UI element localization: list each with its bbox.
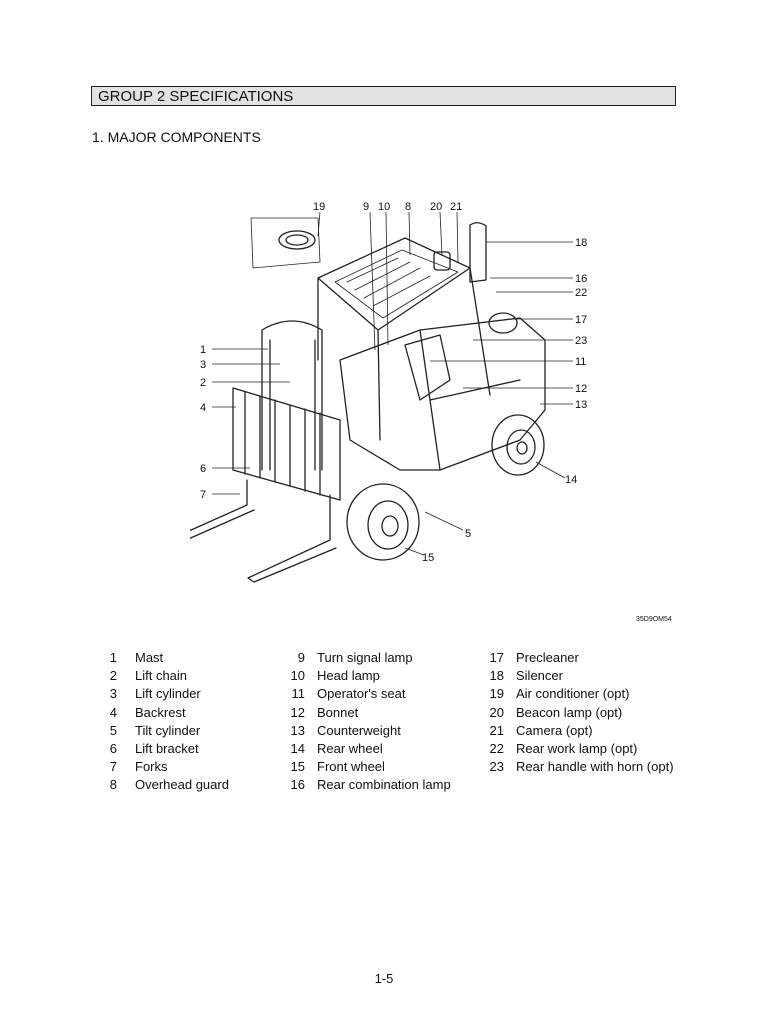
callout-10: 10 bbox=[378, 201, 390, 213]
callout-8: 8 bbox=[405, 201, 411, 213]
section-title: 1. MAJOR COMPONENTS bbox=[92, 129, 261, 145]
page-number: 1-5 bbox=[374, 971, 394, 986]
group-header: GROUP 2 SPECIFICATIONS bbox=[91, 86, 676, 106]
callout-7: 7 bbox=[200, 489, 206, 501]
callout-17: 17 bbox=[575, 314, 587, 326]
callout-9: 9 bbox=[363, 201, 369, 213]
callout-13: 13 bbox=[575, 399, 587, 411]
callout-1: 1 bbox=[200, 344, 206, 356]
callout-22: 22 bbox=[575, 287, 587, 299]
callout-5: 5 bbox=[465, 528, 471, 540]
callout-6: 6 bbox=[200, 463, 206, 475]
group-title: GROUP 2 SPECIFICATIONS bbox=[98, 88, 294, 105]
forklift-illustration: 19 9 10 8 20 21 18 16 22 17 23 11 12 13 … bbox=[190, 201, 587, 583]
callout-19: 19 bbox=[313, 201, 325, 213]
figure-code: 35D9OM54 bbox=[636, 616, 672, 623]
callout-20: 20 bbox=[430, 201, 442, 213]
callout-18: 18 bbox=[575, 237, 587, 249]
callout-15: 15 bbox=[422, 552, 434, 564]
callout-23: 23 bbox=[575, 335, 587, 347]
callout-12: 12 bbox=[575, 383, 587, 395]
callout-4: 4 bbox=[200, 402, 206, 414]
callout-3: 3 bbox=[200, 359, 206, 371]
callout-21: 21 bbox=[450, 201, 462, 213]
callout-11: 11 bbox=[575, 356, 586, 368]
callout-14: 14 bbox=[565, 474, 577, 486]
callout-2: 2 bbox=[200, 377, 206, 389]
callout-16: 16 bbox=[575, 273, 587, 285]
